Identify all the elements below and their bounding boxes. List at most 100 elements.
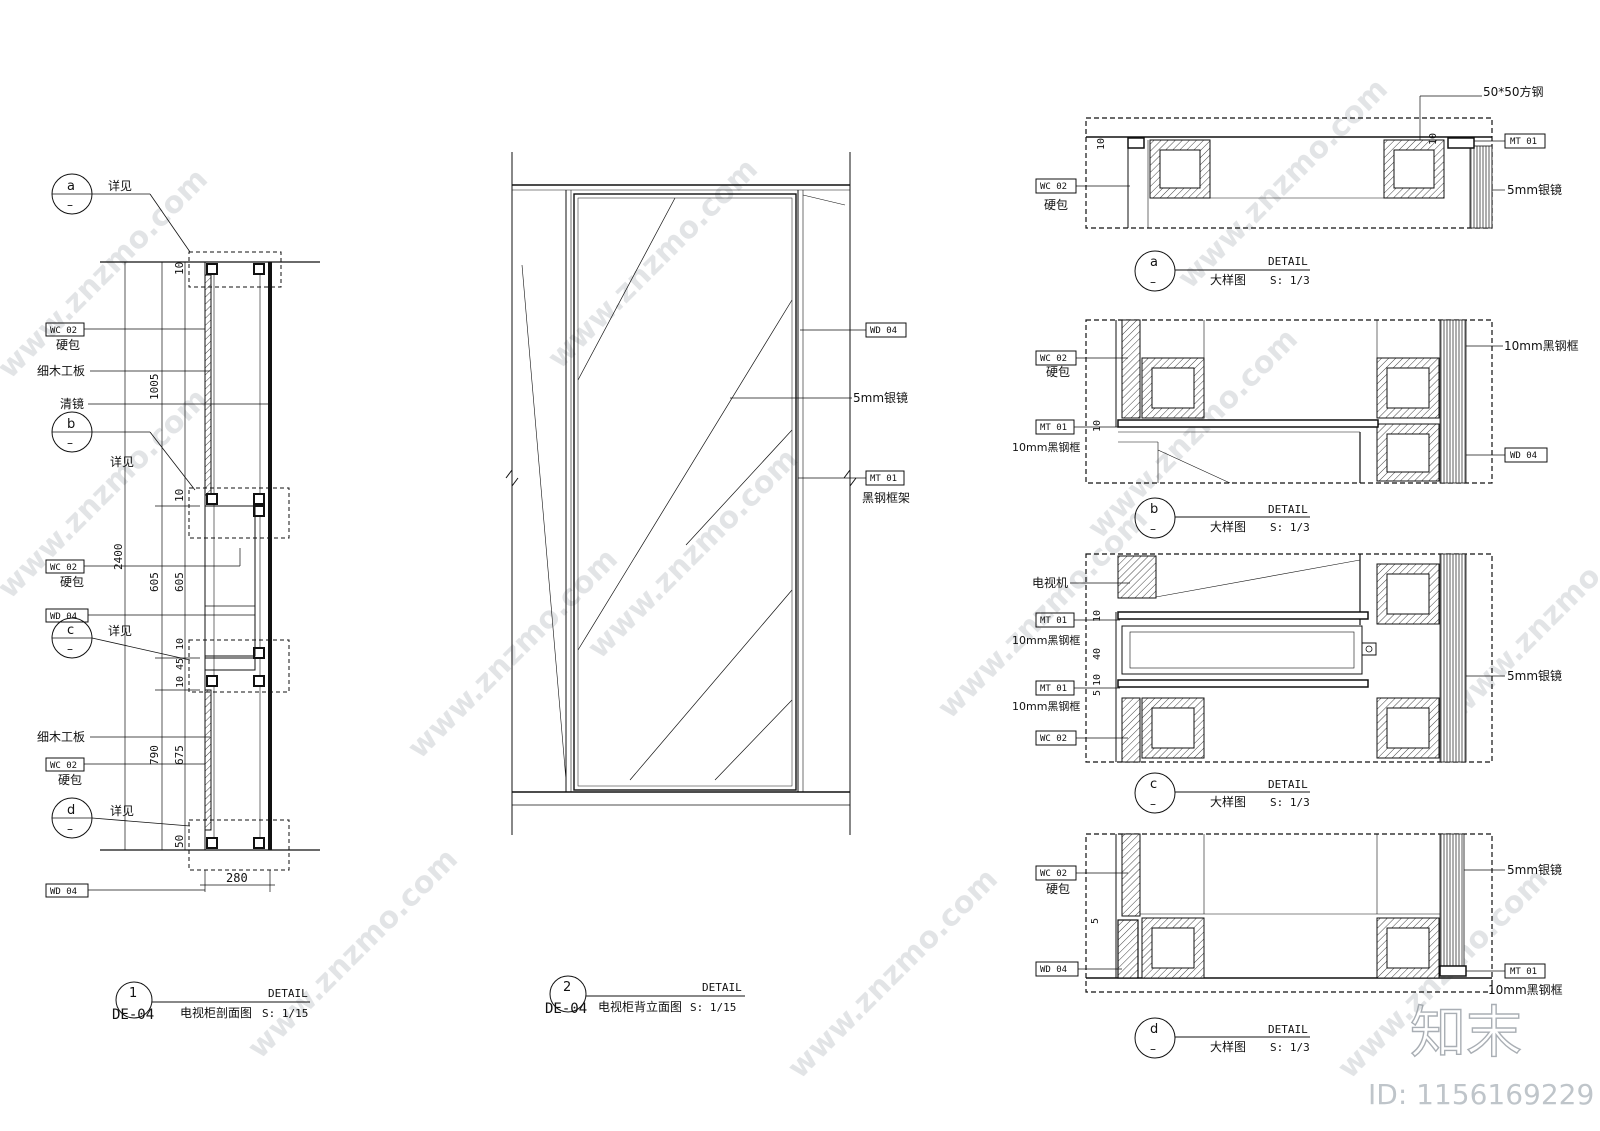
dim-text: 10 — [1092, 420, 1103, 432]
sheet-ref: DE-04 — [545, 1001, 587, 1017]
callout-letter: b — [67, 417, 75, 432]
steel-tube-hollow — [1386, 573, 1430, 615]
material-tag-text: WD 04 — [870, 326, 897, 336]
dim-text: 10 — [175, 638, 186, 650]
material-tag-text: MT 01 — [870, 474, 897, 484]
tv-niche — [204, 505, 256, 657]
drawing-number: 2 — [563, 980, 571, 995]
panel-edge — [521, 264, 567, 781]
steel-node — [253, 647, 265, 659]
steel-node — [206, 675, 218, 687]
niche-frame — [204, 657, 256, 671]
material-tag-text: WD 04 — [1510, 451, 1537, 461]
hard-pack-strip — [204, 274, 212, 496]
drawing-scale: S: 1/15 — [262, 1007, 308, 1020]
steel-tube-hollow — [1393, 149, 1435, 189]
dim-text: 50 — [173, 835, 186, 848]
detail-dash: – — [1150, 797, 1156, 811]
material-tag — [45, 883, 89, 898]
dim-text: 605 — [148, 572, 161, 592]
detail-border — [1085, 319, 1493, 484]
label-black-steel-frame: 黑钢框架 — [862, 491, 910, 505]
hard-pack-layer — [1121, 833, 1141, 917]
dim-text: 10 — [173, 262, 186, 275]
dim-text: 10 — [1092, 674, 1103, 686]
material-tag-text: MT 01 — [1510, 967, 1537, 977]
label-blockboard: 细木工板 — [37, 730, 85, 744]
mirror-inner — [577, 197, 793, 787]
material-tag-text: WC 02 — [50, 761, 77, 771]
label-black-frame: 10mm黑钢框 — [1012, 441, 1080, 454]
label-silver-mirror: 5mm银镜 — [1507, 182, 1562, 197]
dim-text: 790 — [148, 745, 161, 765]
steel-node — [206, 837, 218, 849]
mirror-edge — [1469, 145, 1493, 229]
frame-block — [1447, 137, 1475, 149]
steel-plate — [1117, 611, 1369, 620]
material-tag — [45, 757, 85, 772]
steel-tube-hollow — [1386, 707, 1430, 749]
dim-text: 5 — [1090, 918, 1101, 924]
detail-label: DETAIL — [1268, 1023, 1308, 1036]
detail-scale: S: 1/3 — [1270, 274, 1310, 287]
detail-label: DETAIL — [702, 981, 742, 994]
label-silver-mirror: 5mm银镜 — [1507, 668, 1562, 683]
detail-letter: a — [1150, 255, 1158, 270]
detail-title: 大样图 — [1210, 1039, 1246, 1054]
elevation-drawing: WD 04 5mm银镜 MT 01 黑钢框架 2 DE-04 DETAIL 电视… — [505, 152, 910, 1017]
material-tag-text: WC 02 — [1040, 869, 1067, 879]
mirror-glint — [577, 299, 793, 651]
detail-bubble — [1134, 497, 1176, 539]
dim-text: 10 — [175, 676, 186, 688]
break-symbol — [505, 468, 519, 488]
watermark-text: www.znzmo.com — [241, 842, 465, 1066]
label-hard-pack: 硬包 — [56, 338, 80, 352]
label-tv: 电视机 — [1032, 575, 1068, 590]
detail-title: 大样图 — [1210, 794, 1246, 809]
steel-tube-hollow — [1386, 367, 1430, 409]
label-silver-mirror: 5mm银镜 — [1507, 862, 1562, 877]
sheet-ref: DE-04 — [112, 1007, 154, 1023]
watermark-text: www.znzmo.com — [781, 862, 1005, 1086]
steel-node — [206, 263, 218, 275]
mirror-glint — [577, 197, 676, 381]
material-tag — [865, 322, 907, 338]
dim-text: 10 — [1428, 133, 1439, 145]
material-tag-text: WC 02 — [50, 563, 77, 573]
frame-block — [1439, 965, 1467, 977]
steel-tube-hollow — [1151, 367, 1195, 409]
steel-tube-hollow — [1386, 433, 1430, 473]
dim-text: 5 — [1092, 690, 1103, 696]
material-tag — [1504, 447, 1548, 463]
section-drawing: 10 1005 2400 10 605 605 10 45 10 790 675… — [37, 173, 320, 1023]
mirror-edge — [1439, 833, 1465, 971]
bracket — [1361, 642, 1377, 656]
steel-tube-hollow — [1151, 707, 1195, 749]
label-black-frame: 10mm黑钢框 — [1504, 339, 1579, 353]
brand-logo: 知末 — [1410, 1001, 1522, 1066]
leader-line — [91, 637, 191, 661]
detail-letter: b — [1150, 502, 1158, 517]
label-square-steel: 50*50方钢 — [1483, 84, 1544, 99]
mirror-glint — [685, 429, 793, 546]
material-tag-text: WD 04 — [1040, 965, 1067, 975]
detail-letter: d — [1150, 1022, 1158, 1037]
steel-plate — [1117, 679, 1369, 688]
hard-pack-layer — [1121, 319, 1141, 419]
detail-bubble — [1134, 1017, 1176, 1059]
frame-block — [1127, 137, 1145, 149]
steel-tube-hollow — [1151, 927, 1195, 969]
bracket-bolt — [1365, 645, 1373, 653]
see-detail-label: 详见 — [108, 178, 132, 193]
detail-b: 10 10mm黑钢框 WC 02 硬包 MT 01 10mm黑钢框 WD 04 … — [1012, 319, 1579, 539]
label-blockboard: 细木工板 — [37, 364, 85, 378]
detail-border — [1085, 833, 1493, 993]
mirror-glint — [714, 699, 793, 781]
detail-letter: c — [1150, 777, 1157, 792]
label-hard-pack: 硬包 — [1046, 882, 1070, 896]
drawing-number-bubble — [549, 975, 587, 1013]
material-tag — [1504, 963, 1546, 979]
steel-tube-hollow — [1386, 927, 1430, 969]
label-silver-mirror: 5mm银镜 — [853, 390, 908, 405]
drawing-number-bubble — [115, 981, 153, 1019]
